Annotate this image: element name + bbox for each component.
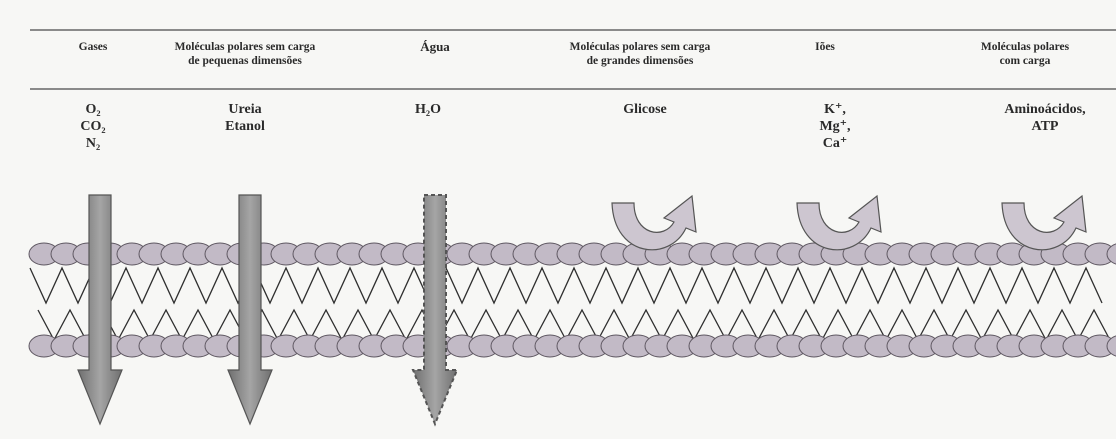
blocked-arrow-charged-polar (1002, 196, 1086, 250)
blocked-arrow-glicose (612, 196, 696, 250)
arrow-water-partial (413, 195, 457, 424)
lipid-bilayer (29, 243, 1116, 357)
arrow-small-polar-cross (228, 195, 272, 424)
lipid-tails-upper (30, 268, 1102, 303)
arrow-gases-cross (78, 195, 122, 424)
blocked-arrow-ions (797, 196, 881, 250)
